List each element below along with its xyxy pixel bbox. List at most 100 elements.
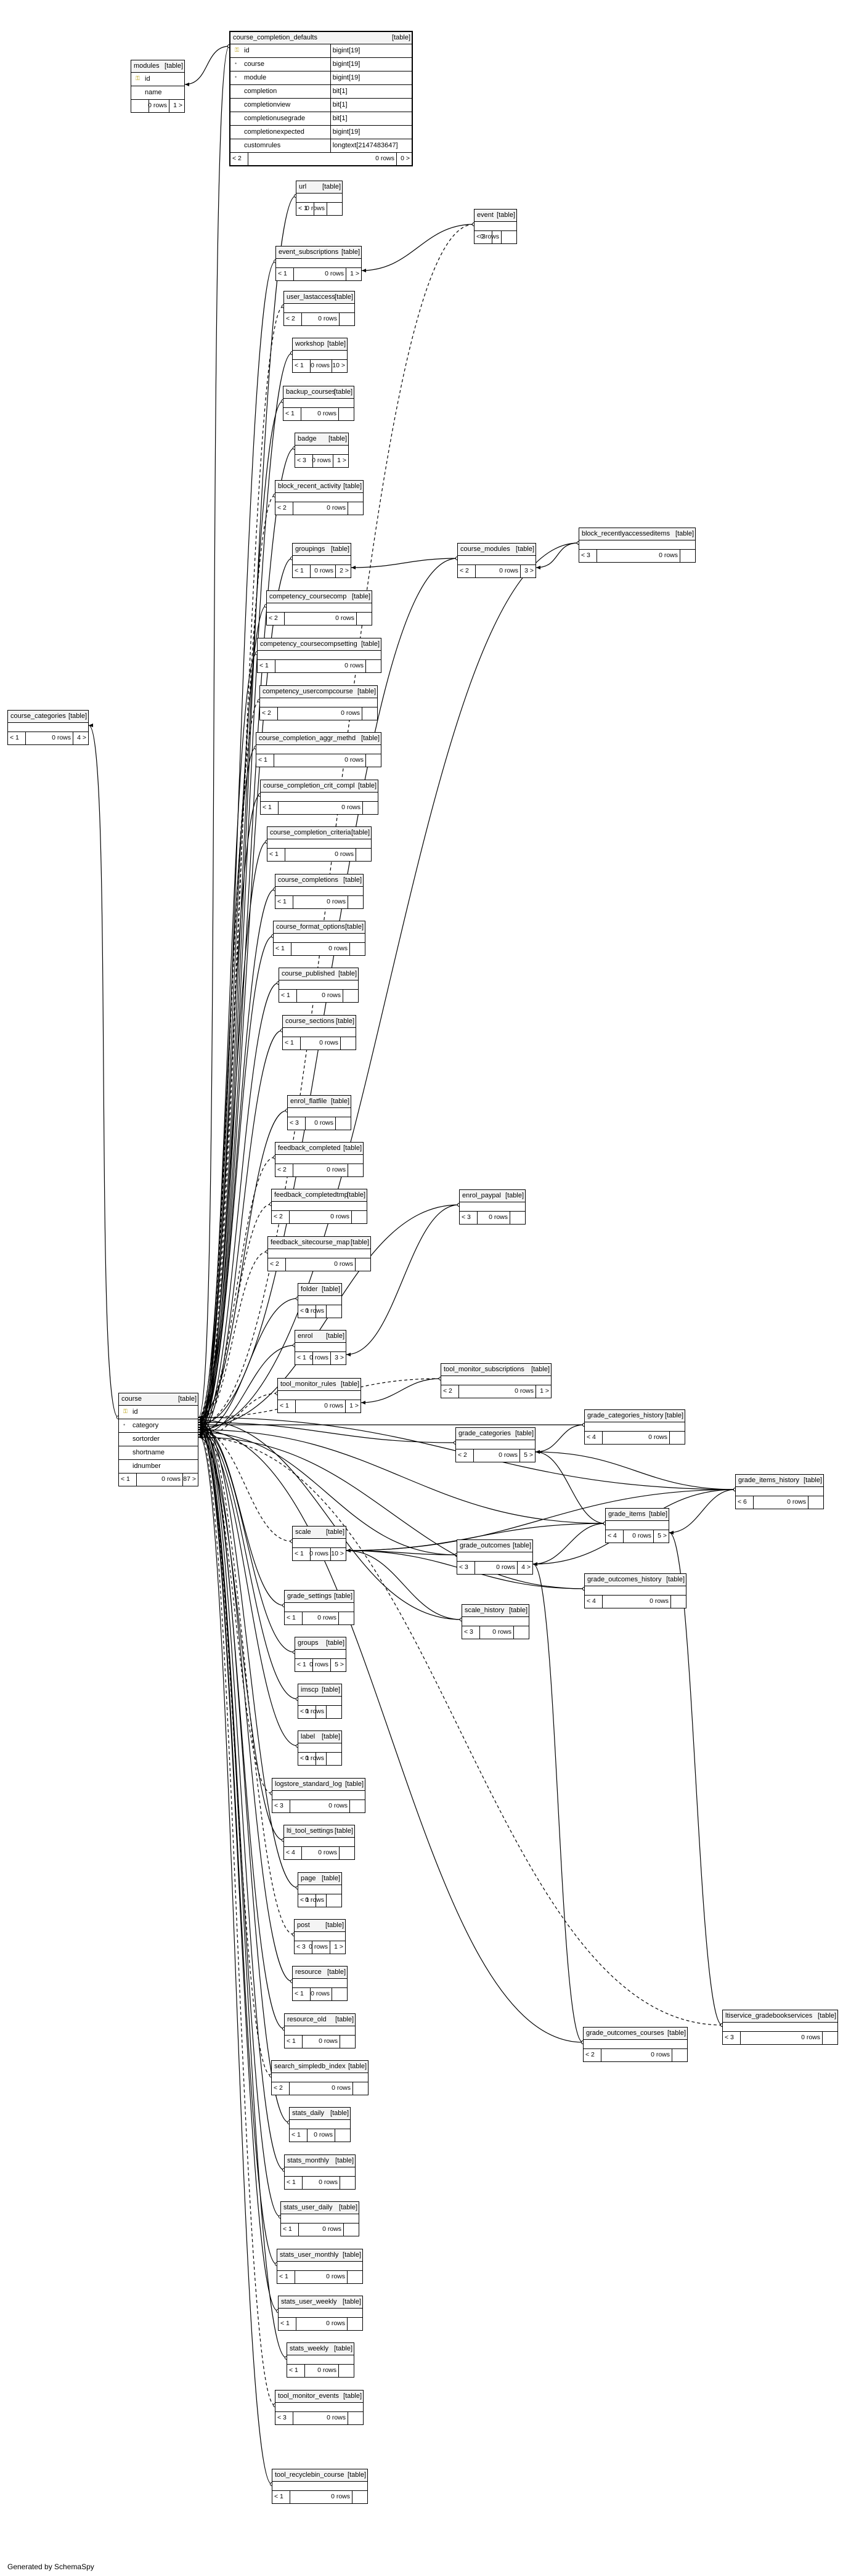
children-count[interactable]: < 1 [287,2037,296,2045]
table-header[interactable]: feedback_completedtmp[table] [272,1189,367,1202]
parents-count[interactable]: 10 > [331,1550,344,1557]
table-header[interactable]: course_format_options[table] [274,921,365,934]
parents-count[interactable]: 4 > [521,1563,531,1571]
children-count[interactable]: < 2 [585,2051,595,2058]
parents-count[interactable]: 1 > [349,1402,359,1409]
children-count[interactable]: < 1 [121,1475,130,1483]
table-header[interactable]: tool_monitor_events[table] [275,2391,363,2403]
children-count[interactable]: < 1 [297,1661,306,1668]
table-header[interactable]: folder[table] [298,1284,341,1296]
children-count[interactable]: < 2 [458,1451,467,1459]
children-count[interactable]: < 1 [263,804,272,811]
children-count[interactable]: < 1 [274,2493,283,2500]
children-count[interactable]: < 1 [279,2273,288,2280]
parents-count[interactable]: 2 > [340,567,349,574]
table-header[interactable]: competency_coursecomp[table] [267,591,372,603]
table-header[interactable]: course_categories[table] [8,711,88,723]
table-header[interactable]: course_completions[table] [275,874,363,887]
parents-count[interactable]: 4 > [77,734,86,741]
table-header[interactable]: scale_history[table] [462,1605,529,1617]
table-header[interactable]: stats_user_daily[table] [281,2202,359,2214]
table-header[interactable]: course_completion_criteria[table] [267,827,371,839]
table-header[interactable]: stats_user_monthly[table] [277,2249,362,2262]
table-header[interactable]: event_subscriptions[table] [276,247,361,259]
table-header[interactable]: groups[table] [295,1637,346,1650]
table-header[interactable]: scale[table] [293,1526,346,1539]
column-row[interactable]: idnumber [119,1460,198,1473]
table-header[interactable]: grade_items_history[table] [736,1475,823,1487]
table-header[interactable]: course_published[table] [279,968,358,980]
children-count[interactable]: < 1 [289,2366,298,2374]
children-count[interactable]: < 3 [459,1563,468,1571]
table-header[interactable]: enrol_paypal[table] [460,1190,525,1202]
children-count[interactable]: < 1 [280,1402,289,1409]
table-header[interactable]: resource_old[table] [285,2014,355,2026]
children-count[interactable]: < 1 [285,410,295,417]
parents-count[interactable]: 10 > [332,362,345,369]
children-count[interactable]: < 4 [608,1532,617,1539]
table-header[interactable]: search_simpledb_index[table] [272,2061,368,2073]
children-count[interactable]: < 1 [300,1896,309,1904]
table-header[interactable]: grade_outcomes_courses[table] [584,2028,687,2040]
table-header[interactable]: stats_user_weekly[table] [279,2296,362,2309]
column-row[interactable]: name [131,86,184,100]
table-header[interactable]: course_completion_defaults[table] [230,32,412,44]
table-header[interactable]: badge[table] [295,433,348,446]
children-count[interactable]: < 1 [285,1039,294,1046]
table-header[interactable]: tool_recyclebin_course[table] [272,2469,367,2482]
column-row[interactable]: shortname [119,1446,198,1460]
children-count[interactable]: < 2 [269,614,278,622]
children-count[interactable]: < 1 [275,945,285,952]
table-header[interactable]: grade_items[table] [606,1509,669,1521]
table-header[interactable]: modules[table] [131,60,184,73]
table-header[interactable]: course_modules[table] [458,544,536,556]
table-header[interactable]: enrol[table] [295,1331,346,1343]
children-count[interactable]: < 2 [443,1387,452,1395]
table-header[interactable]: stats_monthly[table] [285,2155,355,2167]
children-count[interactable]: < 2 [270,1260,279,1268]
table-header[interactable]: resource[table] [293,1967,347,1979]
table-header[interactable]: backup_courses[table] [283,386,354,399]
children-count[interactable]: < 1 [283,2225,292,2233]
children-count[interactable]: < 3 [296,1943,306,1950]
table-header[interactable]: course[table] [119,1393,198,1406]
parents-count[interactable]: 1 > [540,1387,549,1395]
table-header[interactable]: enrol_flatfile[table] [288,1096,351,1108]
children-count[interactable]: < 1 [291,2131,301,2138]
table-header[interactable]: grade_outcomes_history[table] [585,1574,686,1586]
table-header[interactable]: tool_monitor_subscriptions[table] [441,1364,551,1376]
table-header[interactable]: block_recentlyaccesseditems[table] [579,528,695,540]
table-header[interactable]: page[table] [298,1873,341,1885]
column-row[interactable]: •category [119,1419,198,1433]
table-header[interactable]: competency_coursecompsetting[table] [258,638,381,651]
children-count[interactable]: < 6 [738,1498,747,1506]
